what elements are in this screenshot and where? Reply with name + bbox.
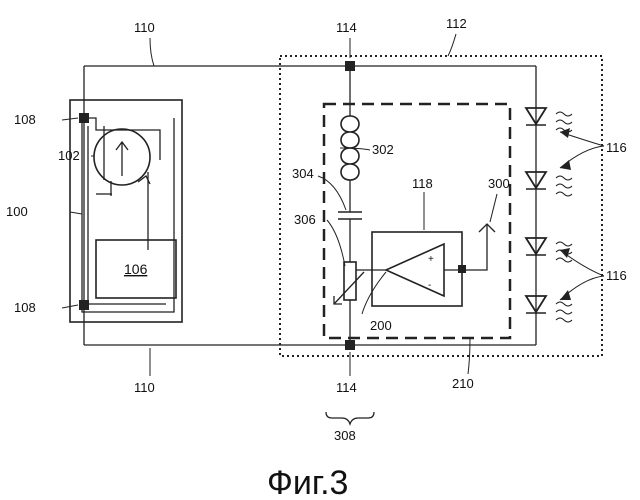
svg-text:-: - <box>428 280 431 291</box>
connector-108-bottom <box>79 300 89 310</box>
brace-308 <box>326 412 374 424</box>
light-emission-marks <box>556 112 572 322</box>
label-108-top: 108 <box>14 112 36 127</box>
label-100: 100 <box>6 204 28 219</box>
module-118: + - <box>356 232 462 306</box>
label-304: 304 <box>292 166 314 181</box>
led-string-116 <box>526 108 572 322</box>
label-116-bottom: 116 <box>606 268 627 283</box>
label-306: 306 <box>294 212 316 227</box>
sensor-306 <box>334 262 364 304</box>
connector-114-bottom <box>345 340 355 350</box>
label-102: 102 <box>58 148 80 163</box>
label-110-bottom: 110 <box>134 380 155 395</box>
amplifier-200 <box>386 244 444 296</box>
arrowhead-116-b <box>560 160 571 170</box>
center-branch <box>334 66 364 345</box>
antenna-300 <box>466 224 495 270</box>
label-300: 300 <box>488 176 510 191</box>
device-100 <box>70 100 182 322</box>
label-116-top: 116 <box>606 140 627 155</box>
label-210: 210 <box>452 376 474 391</box>
connector-114-top <box>345 61 355 71</box>
boundary-112 <box>280 56 602 356</box>
label-308: 308 <box>334 428 356 443</box>
component-102 <box>94 129 150 196</box>
capacitor-304 <box>338 212 362 219</box>
figure-caption: Фиг.3 <box>267 464 348 500</box>
label-110-top: 110 <box>134 20 155 35</box>
label-106: 106 <box>124 261 148 277</box>
label-114-bottom: 114 <box>336 380 357 395</box>
module-connector <box>458 265 466 273</box>
label-112: 112 <box>446 16 467 31</box>
label-114-top: 114 <box>336 20 357 35</box>
wire-110-loop <box>84 66 536 345</box>
label-108-bottom: 108 <box>14 300 36 315</box>
svg-text:+: + <box>428 254 434 265</box>
label-302: 302 <box>372 142 394 157</box>
label-200: 200 <box>370 318 392 333</box>
connector-108-top <box>79 113 89 123</box>
leader-lines <box>62 34 604 376</box>
label-118: 118 <box>412 176 433 191</box>
arrowhead-116-a <box>560 128 570 138</box>
boundary-210 <box>324 104 510 338</box>
